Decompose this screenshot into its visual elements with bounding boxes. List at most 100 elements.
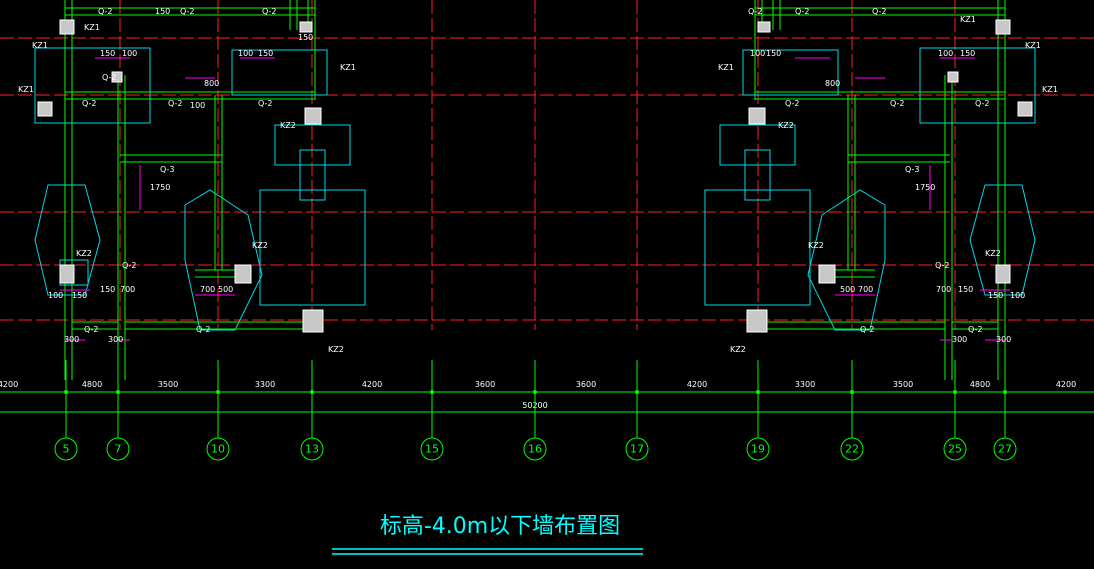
dim-label: 700 bbox=[936, 285, 951, 294]
dim-label: 100 bbox=[238, 49, 253, 58]
axis-bubble bbox=[206, 437, 230, 461]
column-label: KZ1 bbox=[1042, 85, 1058, 94]
wall-label: Q-2 bbox=[872, 7, 887, 16]
axis-label: 19 bbox=[751, 443, 765, 456]
axis-bubble bbox=[625, 437, 649, 461]
wall-label: Q-2 bbox=[196, 325, 211, 334]
axis-label: 17 bbox=[630, 443, 644, 456]
axis-bubble bbox=[523, 437, 547, 461]
dim-label: 150 bbox=[298, 33, 313, 42]
column-label: KZ2 bbox=[985, 249, 1001, 258]
axis-label: 25 bbox=[948, 443, 962, 456]
axis-label: 27 bbox=[998, 443, 1012, 456]
dim-label: 150 bbox=[960, 49, 975, 58]
axis-bubble bbox=[943, 437, 967, 461]
dim-label: 700 bbox=[858, 285, 873, 294]
span-label: 3300 bbox=[255, 380, 275, 389]
dim-label: 100 bbox=[122, 49, 137, 58]
right-foundations bbox=[704, 47, 1036, 331]
dim-label: 150 bbox=[988, 291, 1003, 300]
axis-label: 5 bbox=[63, 443, 70, 456]
axis-label: 15 bbox=[425, 443, 439, 456]
left-walls bbox=[64, 0, 316, 380]
wall-label: Q-2 bbox=[98, 7, 113, 16]
column-label: KZ2 bbox=[808, 241, 824, 250]
right-walls bbox=[754, 0, 1006, 380]
dim-label: 700 bbox=[200, 285, 215, 294]
grid-lines bbox=[0, 0, 1094, 330]
dim-label: 300 bbox=[64, 335, 79, 344]
axis-tick bbox=[953, 390, 957, 394]
wall-label: Q-2 bbox=[860, 325, 875, 334]
dim-label: 100 bbox=[190, 101, 205, 110]
dim-label: 150 bbox=[72, 291, 87, 300]
axis-tick bbox=[850, 390, 854, 394]
axis-bubble bbox=[300, 437, 324, 461]
left-columns bbox=[37, 19, 324, 333]
axis-bubble bbox=[106, 437, 130, 461]
wall-label: Q-3 bbox=[160, 165, 175, 174]
column-label: KZ1 bbox=[1025, 41, 1041, 50]
span-label: 3500 bbox=[158, 380, 178, 389]
left-foundations bbox=[34, 47, 366, 331]
wall-label: Q-2 bbox=[935, 261, 950, 270]
span-label: 4800 bbox=[970, 380, 990, 389]
column-label: KZ2 bbox=[280, 121, 296, 130]
right-columns bbox=[746, 19, 1033, 333]
dim-label: 100 bbox=[938, 49, 953, 58]
wall-label: Q-2 bbox=[795, 7, 810, 16]
span-label: 3300 bbox=[795, 380, 815, 389]
axis-label: 13 bbox=[305, 443, 319, 456]
dim-label: 100 bbox=[1010, 291, 1025, 300]
drawing-title: 标高-4.0m以下墙布置图 bbox=[380, 514, 620, 539]
dim-label: 150 bbox=[766, 49, 781, 58]
axis-tick bbox=[533, 390, 537, 394]
span-label: 4200 bbox=[362, 380, 382, 389]
dim-label: 300 bbox=[952, 335, 967, 344]
right-block bbox=[704, 0, 1036, 380]
wall-label: Q-2 bbox=[180, 7, 195, 16]
axis-tick bbox=[310, 390, 314, 394]
dim-label: 150 bbox=[258, 49, 273, 58]
column-label: KZ2 bbox=[328, 345, 344, 354]
left-block bbox=[34, 0, 366, 380]
column-label: KZ1 bbox=[340, 63, 356, 72]
dim-label: 500 bbox=[840, 285, 855, 294]
wall-label: Q-2 bbox=[975, 99, 990, 108]
wall-label: Q-2 bbox=[785, 99, 800, 108]
left-dimensions bbox=[60, 57, 275, 341]
span-label: 4200 bbox=[1056, 380, 1076, 389]
dim-label: 700 bbox=[120, 285, 135, 294]
dim-label: 100 bbox=[750, 49, 765, 58]
axis-tick bbox=[116, 390, 120, 394]
axis-tick bbox=[1003, 390, 1007, 394]
axis-bubble bbox=[54, 437, 78, 461]
wall-label: Q-2 bbox=[168, 99, 183, 108]
dim-label: 150 bbox=[155, 7, 170, 16]
axis-bubble bbox=[746, 437, 770, 461]
dim-label: 800 bbox=[204, 79, 219, 88]
column-label: KZ2 bbox=[730, 345, 746, 354]
wall-label: Q-2 bbox=[968, 325, 983, 334]
axis-tick bbox=[430, 390, 434, 394]
wall-label: Q-2 bbox=[84, 325, 99, 334]
dim-label: 500 bbox=[218, 285, 233, 294]
span-label: 3600 bbox=[475, 380, 495, 389]
axis-label: 16 bbox=[528, 443, 542, 456]
left-labels: Q-2 Q-2 Q-2 150 KZ1 KZ1 KZ1 KZ1 Q-2 Q-2 … bbox=[18, 7, 356, 354]
column-label: KZ1 bbox=[18, 85, 34, 94]
axis-bubble bbox=[420, 437, 444, 461]
axis-tick bbox=[756, 390, 760, 394]
dim-label: 1750 bbox=[915, 183, 935, 192]
wall-label: Q-2 bbox=[748, 7, 763, 16]
column-label: KZ2 bbox=[252, 241, 268, 250]
axis-label: 10 bbox=[211, 443, 225, 456]
axis-tick bbox=[635, 390, 639, 394]
dim-label: 300 bbox=[996, 335, 1011, 344]
dim-label: 150 bbox=[958, 285, 973, 294]
axis-label: 7 bbox=[115, 443, 122, 456]
dim-label: 1750 bbox=[150, 183, 170, 192]
span-label: 3500 bbox=[893, 380, 913, 389]
